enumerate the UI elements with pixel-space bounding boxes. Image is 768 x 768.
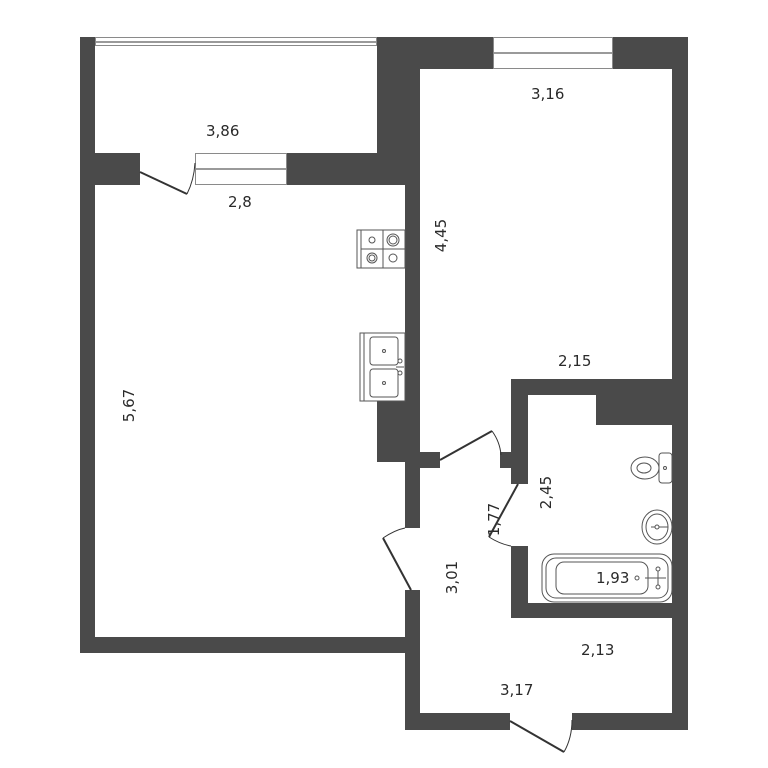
wall-door-stub-right (500, 452, 515, 468)
bathroom-height-dimension: 2,45 (537, 475, 556, 510)
bedroom-bottom-dimension: 2,15 (558, 352, 592, 370)
wall-hall-bottom-left (405, 713, 510, 730)
wall-bathroom-left-lower (511, 546, 528, 618)
bathroom-door-icon (488, 483, 519, 547)
wall-balcony-divider-left (95, 153, 140, 185)
bathroom-width-dimension: 1,93 (596, 569, 630, 587)
wall-bedroom-bottom (511, 379, 688, 395)
bedroom-window (493, 37, 613, 69)
wall-kitchen-pier (377, 400, 420, 462)
corridor-door-dimension: 1,77 (485, 502, 504, 537)
bedroom-length-dimension: 4,45 (432, 218, 451, 253)
wall-hall-bottom-right (572, 713, 688, 730)
wall-left (80, 37, 95, 653)
toilet-icon (630, 452, 673, 484)
kitchen-sink-icon (359, 332, 406, 402)
bedroom-width-dimension: 3,16 (531, 85, 565, 103)
stove-icon (356, 229, 406, 269)
washbasin-icon (641, 509, 673, 545)
wall-partition-upper (405, 185, 420, 460)
wall-partition-mid (405, 460, 420, 528)
balcony-door-icon (139, 162, 196, 195)
living-window (195, 153, 287, 185)
wall-bathroom-block (596, 395, 672, 425)
living-length-dimension: 5,67 (120, 388, 139, 423)
living-width-dimension: 2,8 (228, 193, 252, 211)
wall-bathroom-bottom (511, 603, 688, 618)
bedroom-door-icon (439, 430, 502, 461)
wall-corridor-left (405, 590, 420, 730)
wall-bottom-living (80, 637, 420, 653)
entrance-door-icon (509, 719, 573, 753)
balcony-window (95, 37, 377, 46)
balcony-dimension: 3,86 (206, 122, 240, 140)
wall-door-stub-left (420, 452, 440, 468)
wall-bedroom-top-left (405, 37, 493, 69)
bathtub-icon (541, 553, 673, 603)
wall-bathroom-left-upper (511, 379, 528, 484)
hall-width-dimension: 3,17 (500, 681, 534, 699)
wall-balcony-divider-right (287, 153, 420, 185)
corridor-length-dimension: 3,01 (443, 560, 462, 595)
living-door-icon (382, 527, 412, 591)
hall-depth-dimension: 2,13 (581, 641, 615, 659)
